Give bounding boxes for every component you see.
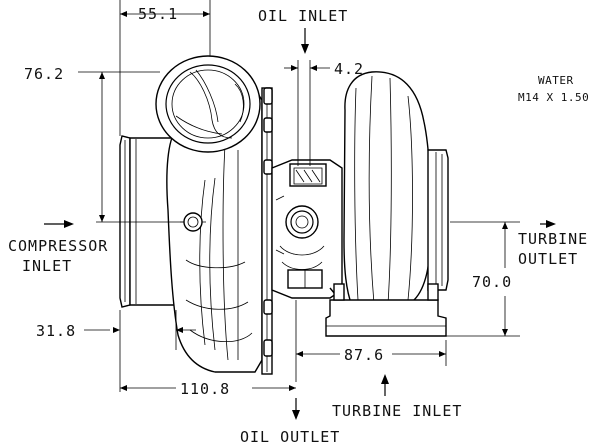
- compressor-housing: [166, 81, 263, 373]
- water-port-label-line2: M14 X 1.50: [518, 91, 589, 104]
- dim-lower-left: 31.8: [36, 322, 76, 340]
- dimension-oil-offset: [284, 60, 330, 166]
- compressor-inlet-label-line1: COMPRESSOR: [8, 237, 108, 255]
- compressor-inlet-flange: [119, 135, 177, 308]
- dimension-right-height: [446, 221, 520, 337]
- oil-inlet-label: OIL INLET: [258, 7, 348, 25]
- turbine-outlet-flange: [427, 149, 449, 291]
- turbine-inlet-label: TURBINE INLET: [332, 402, 462, 420]
- oil-outlet-label: OIL OUTLET: [240, 428, 340, 446]
- turbine-inlet-arrow: [381, 374, 389, 396]
- dim-left-height: 76.2: [24, 65, 64, 83]
- dimension-top-width: [119, 0, 211, 136]
- dim-overall-width: 110.8: [180, 380, 230, 398]
- dim-right-height: 70.0: [472, 273, 512, 291]
- turbine-outlet-label-line1: TURBINE: [518, 230, 588, 248]
- dimension-left-height: [78, 71, 184, 223]
- dim-lower-right: 87.6: [344, 346, 384, 364]
- compressor-outlet: [155, 55, 261, 153]
- dim-oil-offset: 4.2: [334, 60, 364, 78]
- dim-top-width: 55.1: [138, 5, 178, 23]
- oil-outlet-arrow: [292, 398, 300, 420]
- center-housing: [271, 159, 343, 299]
- dimension-lower-right: [295, 300, 447, 382]
- dimension-lower-left: [84, 310, 196, 392]
- turbine-housing: [343, 71, 432, 307]
- backplate-bolts: [263, 87, 273, 357]
- dimension-overall-width: [120, 385, 296, 391]
- turbine-outlet-arrow: [540, 220, 556, 228]
- oil-inlet-arrow: [301, 28, 309, 54]
- compressor-inlet-label-line2: INLET: [22, 257, 72, 275]
- water-port-label-line1: WATER: [538, 74, 574, 87]
- compressor-inlet-arrow: [44, 220, 74, 228]
- turbine-outlet-label-line2: OUTLET: [518, 250, 578, 268]
